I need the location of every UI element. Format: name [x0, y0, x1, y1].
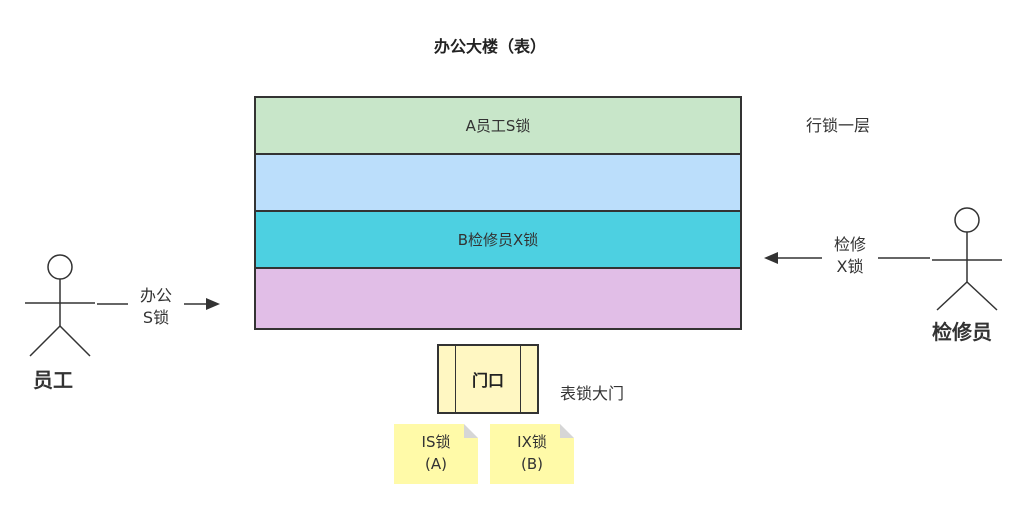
floor-3: B检修员X锁 — [256, 212, 740, 269]
floor-1: A员工S锁 — [256, 98, 740, 155]
diagram-title: 办公大楼（表） — [433, 37, 546, 56]
note-is-lock-line1: IS锁 — [421, 433, 451, 451]
building-table: A员工S锁 B检修员X锁 — [254, 96, 742, 330]
repairman-label: 检修员 — [932, 320, 992, 344]
employee-figure — [25, 254, 95, 357]
note-ix-lock: IX锁 (B) — [490, 424, 574, 484]
door: 门口 — [437, 344, 539, 414]
repairman-arrow-label: 检修 X锁 — [822, 234, 878, 278]
note-is-lock-line2: (A) — [425, 455, 447, 473]
employee-arrow-label: 办公 S锁 — [128, 285, 184, 329]
row-lock-label: 行锁一层 — [806, 116, 871, 135]
employee-label: 员工 — [33, 368, 73, 392]
note-fold-icon — [560, 424, 574, 438]
employee-arrow-label-line1: 办公 — [139, 286, 172, 305]
employee-arrow-label-line2: S锁 — [142, 308, 170, 327]
note-ix-lock-line2: (B) — [521, 455, 543, 473]
door-frame-left — [455, 346, 456, 412]
floor-3-label: B检修员X锁 — [457, 231, 539, 249]
note-is-lock: IS锁 (A) — [394, 424, 478, 484]
door-frame-right — [520, 346, 521, 412]
note-ix-lock-line1: IX锁 — [517, 433, 547, 451]
door-caption: 表锁大门 — [560, 384, 625, 403]
floor-2 — [256, 155, 740, 212]
repairman-arrow-label-line2: X锁 — [836, 257, 864, 276]
floor-1-label: A员工S锁 — [465, 117, 531, 135]
floor-4 — [256, 269, 740, 328]
note-fold-icon — [464, 424, 478, 438]
repairman-figure — [932, 207, 1002, 311]
repairman-arrow-label-line1: 检修 — [833, 235, 866, 254]
door-label: 门口 — [471, 371, 504, 390]
